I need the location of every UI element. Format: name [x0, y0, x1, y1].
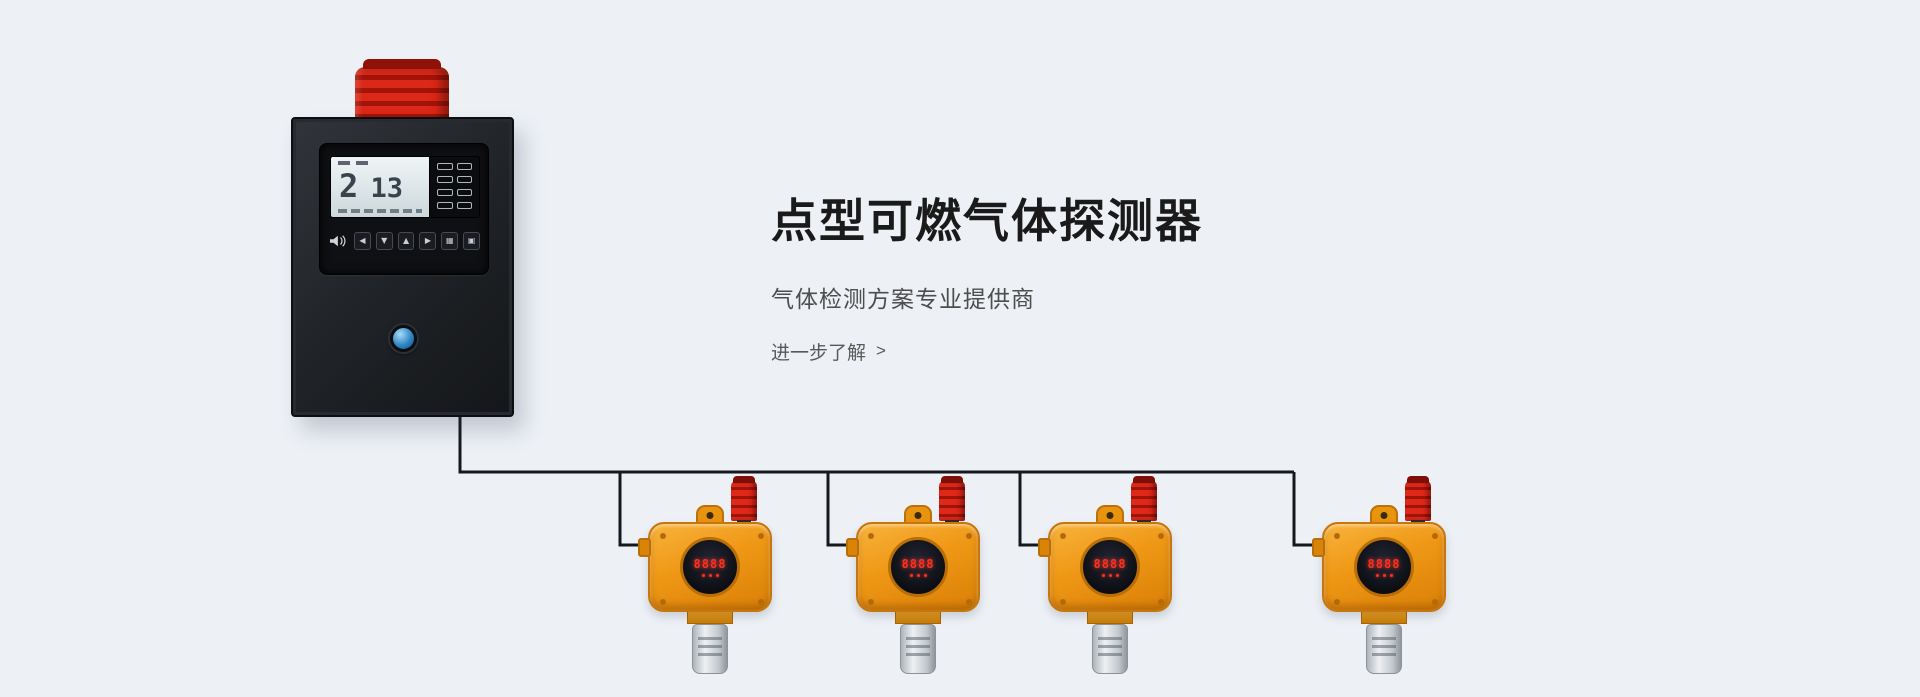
bolt-dots [1334, 533, 1340, 539]
detector-display: 8888 [888, 537, 948, 597]
controller-alarm-beacon [351, 59, 453, 129]
sensor-nut [895, 610, 941, 624]
sensor-nut [687, 610, 733, 624]
alarm-beacon [1131, 476, 1157, 528]
detector-reading: 8888 [1367, 557, 1401, 571]
bolt-dots [1060, 533, 1066, 539]
detector-body: 8888 [846, 522, 980, 612]
gas-detector: 8888 [1030, 476, 1190, 678]
sensor-nut [1087, 610, 1133, 624]
cable-gland [1312, 538, 1325, 557]
gas-detector: 8888 [630, 476, 790, 678]
gas-sensor [692, 624, 728, 674]
gas-sensor [900, 624, 936, 674]
cable-gland [846, 538, 859, 557]
controller-button-menu: ▦ [441, 232, 459, 250]
controller-button-prev: ◀ [354, 232, 371, 250]
lcd-screen: 2 13 [330, 156, 480, 218]
controller-button-enter: ▣ [463, 232, 480, 250]
gas-detector: 8888 [838, 476, 998, 678]
status-led-dots [701, 574, 719, 577]
gas-alarm-controller: 2 13 ◀ [291, 59, 514, 417]
lcd-display: 2 13 [331, 157, 429, 217]
cable-gland [1038, 538, 1051, 557]
controller-button-row: ◀ ▼ ▲ ▶ ▦ ▣ [328, 232, 480, 250]
detector-body: 8888 [1038, 522, 1172, 612]
controller-button-down: ▼ [375, 232, 393, 250]
alarm-beacon [939, 476, 965, 528]
learn-more-link[interactable]: 进一步了解 > [771, 338, 886, 365]
hero-text-block: 点型可燃气体探测器 气体检测方案专业提供商 进一步了解 > [771, 196, 1203, 365]
alarm-beacon [1405, 476, 1431, 528]
gas-detector: 8888 [1304, 476, 1464, 678]
detector-reading: 8888 [1093, 557, 1127, 571]
learn-more-label: 进一步了解 [771, 342, 867, 364]
status-led-dots [909, 574, 927, 577]
detector-display: 8888 [1354, 537, 1414, 597]
detector-reading: 8888 [693, 557, 727, 571]
cable-gland [638, 538, 651, 557]
chevron-right-icon: > [876, 341, 886, 361]
lcd-indicator-grid [429, 157, 479, 217]
detector-display: 8888 [680, 537, 740, 597]
detector-reading: 8888 [901, 557, 935, 571]
alarm-beacon [731, 476, 757, 528]
controller-button-up: ▲ [397, 232, 415, 250]
gas-sensor [1092, 624, 1128, 674]
sensor-nut [1361, 610, 1407, 624]
detector-body: 8888 [1312, 522, 1446, 612]
controller-cabinet: 2 13 ◀ [291, 117, 514, 417]
status-led-dots [1101, 574, 1119, 577]
page-title: 点型可燃气体探测器 [771, 195, 1203, 247]
cabinet-lock-button [390, 325, 417, 352]
lcd-reading-value: 13 [370, 173, 403, 204]
lcd-channel-value: 2 [339, 167, 359, 205]
gas-sensor [1366, 624, 1402, 674]
controller-button-next: ▶ [419, 232, 437, 250]
status-led-dots [1375, 574, 1393, 577]
detector-display: 8888 [1080, 537, 1140, 597]
detector-body: 8888 [638, 522, 772, 612]
page-subtitle: 气体检测方案专业提供商 [771, 285, 1035, 312]
controller-front-panel: 2 13 ◀ [319, 143, 489, 275]
speaker-icon [328, 234, 346, 248]
bolt-dots [660, 533, 666, 539]
bolt-dots [868, 533, 874, 539]
